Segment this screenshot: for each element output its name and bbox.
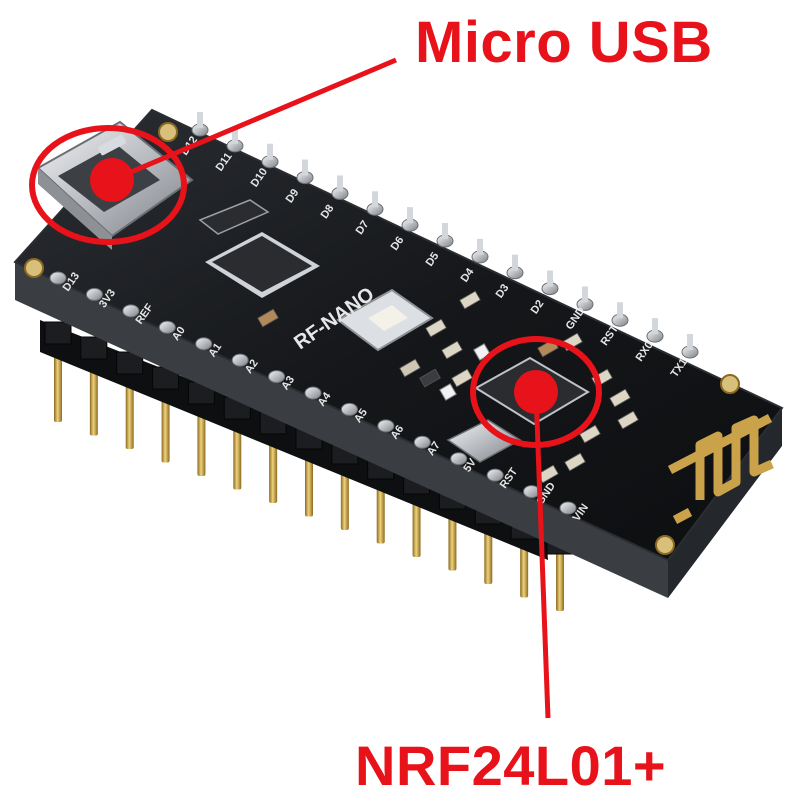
pin-pad — [340, 402, 358, 416]
pin-stub — [512, 254, 518, 271]
reset-button — [336, 288, 434, 352]
pin-stub — [337, 175, 343, 192]
smd-part — [419, 368, 441, 388]
pin-stub — [617, 302, 623, 319]
pin-pad — [486, 468, 504, 482]
pin-stub — [407, 207, 413, 224]
usb-serial-chip — [198, 199, 270, 235]
smd-part — [441, 340, 463, 360]
top-pin-pads — [191, 112, 699, 359]
smd-part — [425, 318, 447, 338]
pin-pad — [231, 353, 249, 367]
header-block — [44, 321, 72, 345]
smd-components — [257, 290, 639, 484]
pin-pad — [559, 501, 577, 515]
smd-part — [564, 452, 586, 472]
micro-usb-callout-label: Micro USB — [415, 10, 713, 75]
pin-stub — [442, 223, 448, 239]
pin-stub — [652, 318, 658, 335]
nrf24l01-callout-label: NRF24L01+ — [355, 734, 667, 797]
pin-stub — [267, 143, 273, 160]
smd-part — [609, 388, 631, 408]
pin-stub — [477, 238, 483, 255]
mounting-hole — [158, 122, 178, 142]
bottom-pin-pads — [49, 271, 577, 515]
nrf-callout — [470, 336, 602, 719]
smd-part — [451, 368, 473, 388]
pin-pad — [304, 386, 322, 400]
usb-callout — [29, 57, 397, 245]
pin-pad — [413, 435, 431, 449]
pin-stub — [687, 334, 693, 350]
crystal-oscillator — [446, 419, 522, 463]
pin-stub — [372, 191, 378, 208]
pin-pad — [268, 370, 286, 384]
pin-stub — [197, 112, 203, 128]
pin-stub — [547, 270, 553, 287]
gold-pin — [556, 540, 564, 611]
header-block — [80, 336, 108, 360]
mounting-hole — [655, 535, 675, 555]
pcb-antenna — [667, 414, 774, 524]
led — [439, 383, 457, 401]
smd-part — [459, 290, 481, 310]
pin-stub — [232, 127, 238, 144]
pin-pad — [195, 337, 213, 351]
pin-pad — [450, 452, 468, 466]
smd-part — [617, 410, 639, 430]
pin-pad — [122, 304, 140, 318]
pin-pad — [49, 271, 67, 285]
mounting-hole — [720, 374, 740, 394]
smd-part — [399, 358, 421, 378]
smd-part — [257, 308, 279, 328]
pin-stub — [302, 159, 308, 176]
pin-pad — [85, 287, 103, 301]
pin-pad — [377, 419, 395, 433]
pin-stub — [582, 286, 588, 303]
smd-part — [579, 424, 601, 444]
mounting-hole — [24, 258, 44, 278]
atmega-chip — [205, 232, 320, 298]
pin-pad — [158, 320, 176, 334]
pcb-edge — [15, 262, 668, 598]
